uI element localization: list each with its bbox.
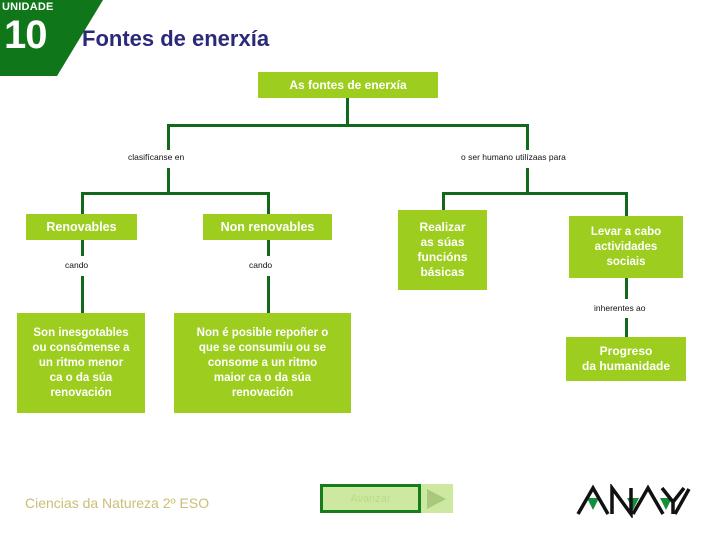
- node-realizar-line-0: Realizar: [419, 220, 466, 234]
- node-non-renovables: Non renovables: [203, 214, 332, 240]
- edge-label-cando-left: cando: [65, 260, 89, 270]
- connector-root-stem: [346, 98, 349, 124]
- page-title: Fontes de enerxía: [82, 26, 270, 51]
- connector-left-branch-lower: [167, 168, 170, 192]
- node-levar-line-2: sociais: [606, 255, 646, 268]
- edge-label-inherentes: inherentes ao: [594, 303, 646, 313]
- node-reponer: Non é posible repoñer o que se consumiu …: [174, 313, 351, 413]
- connector-left-split-bus: [81, 192, 270, 195]
- advance-control[interactable]: Avanzar: [320, 484, 453, 513]
- node-renovables: Renovables: [26, 214, 137, 240]
- edge-label-cando-right: cando: [249, 260, 273, 270]
- unit-label: UNIDADE: [2, 1, 54, 13]
- connector-levar-stem-lower: [625, 318, 628, 337]
- node-inesgotables-line-3: ca o da súa: [49, 371, 113, 384]
- footer-subject: Ciencias da Natureza 2º ESO: [25, 495, 210, 511]
- node-reponer-line-3: maior ca o da súa: [213, 371, 312, 384]
- connector-right-branch-lower: [526, 168, 529, 192]
- node-levar-line-0: Levar a cabo: [590, 225, 662, 238]
- node-progreso: Progreso da humanidade: [566, 337, 686, 381]
- advance-button[interactable]: Avanzar: [320, 484, 421, 513]
- connector-right-branch: [526, 124, 529, 150]
- anaya-logo: [575, 482, 697, 520]
- node-realizar-line-2: funcións: [417, 250, 468, 264]
- edge-label-clasificanse: clasifícanse en: [128, 152, 185, 162]
- play-arrow-icon[interactable]: [427, 489, 446, 509]
- connector-to-levar: [625, 192, 628, 216]
- node-reponer-line-2: consome a un ritmo: [207, 356, 318, 369]
- connector-root-bus: [167, 124, 529, 127]
- connector-renovables-stem: [81, 240, 84, 256]
- connector-renovables-stem-lower: [81, 276, 84, 313]
- node-reponer-line-1: que se consumiu ou se: [198, 341, 327, 354]
- node-realizar-line-1: as súas: [420, 235, 465, 249]
- node-levar-line-1: actividades: [594, 240, 658, 253]
- unit-number: 10: [4, 13, 47, 57]
- node-progreso-line-1: da humanidade: [581, 359, 670, 373]
- connector-to-nonrenovables: [267, 192, 270, 214]
- node-realizar: Realizar as súas funcións básicas: [398, 210, 487, 290]
- connector-nonrenovables-stem: [267, 240, 270, 256]
- node-inesgotables-line-1: ou consómense a: [32, 341, 130, 354]
- connector-right-split-bus: [442, 192, 628, 195]
- connector-nonrenovables-stem-lower: [267, 276, 270, 313]
- node-inesgotables-line-0: Son inesgotables: [33, 326, 129, 339]
- node-inesgotables-line-4: renovación: [50, 386, 112, 399]
- node-levar: Levar a cabo actividades sociais: [569, 216, 683, 278]
- node-realizar-line-3: básicas: [420, 265, 465, 279]
- node-inesgotables: Son inesgotables ou consómense a un ritm…: [17, 313, 145, 413]
- connector-left-branch: [167, 124, 170, 150]
- node-reponer-line-0: Non é posible repoñer o: [196, 326, 329, 339]
- connector-to-renovables: [81, 192, 84, 214]
- edge-label-utilizaas: o ser humano utilízaas para: [461, 152, 566, 162]
- node-inesgotables-line-2: un ritmo menor: [38, 356, 124, 369]
- node-progreso-line-0: Progreso: [599, 344, 653, 358]
- node-root: As fontes de enerxía: [258, 72, 438, 98]
- connector-to-realizar: [442, 192, 445, 210]
- node-reponer-line-4: renovación: [231, 386, 294, 399]
- connector-levar-stem: [625, 278, 628, 299]
